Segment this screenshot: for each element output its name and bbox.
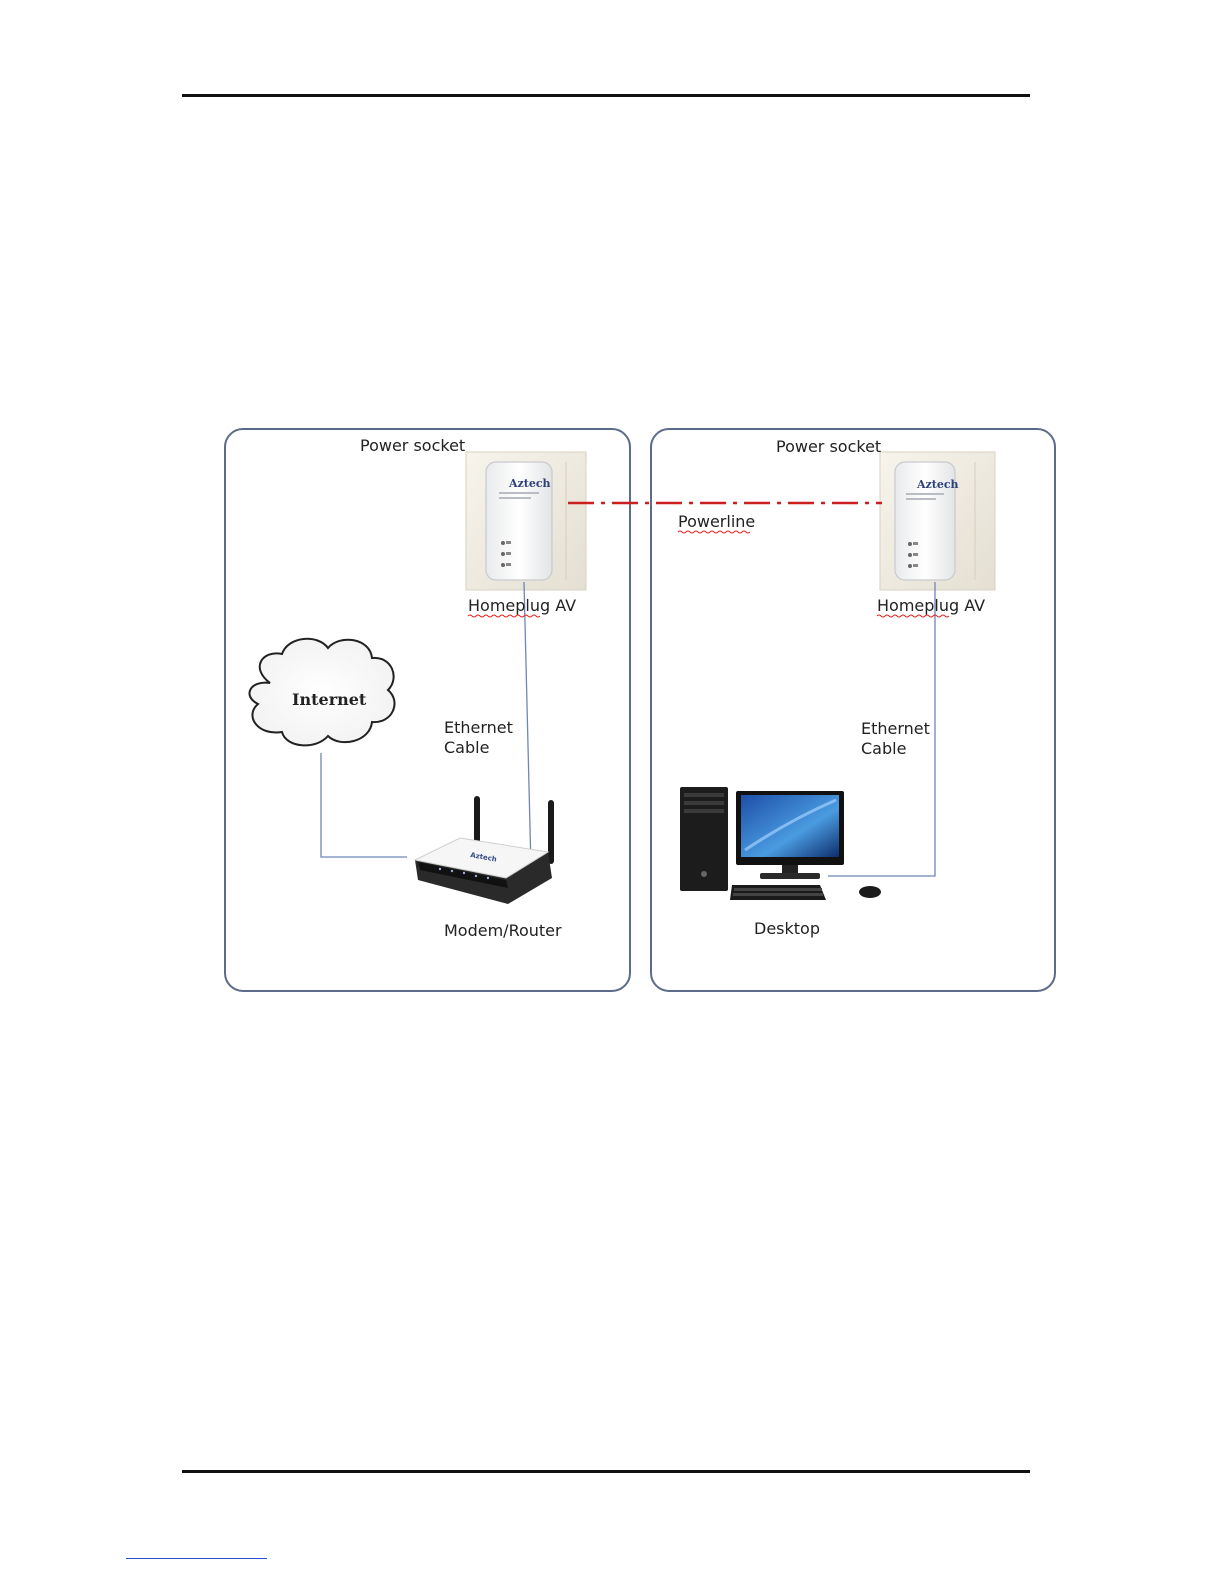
left-ethernet-cable [524, 582, 531, 868]
internet-cloud: Internet [249, 639, 394, 746]
internet-to-router-cable [321, 753, 407, 857]
powerline-spellcheck [678, 531, 750, 533]
right-homeplug-adapter: Aztech [895, 462, 959, 580]
left-homeplug-spellcheck [468, 615, 540, 617]
desktop-computer [680, 787, 881, 900]
desktop-label: Desktop [754, 919, 820, 938]
modem-router: Aztech [415, 796, 554, 904]
right-cable-label-line1: Ethernet [861, 719, 930, 738]
left-power-socket-label: Power socket [360, 436, 465, 455]
left-cable-label-line1: Ethernet [444, 718, 513, 737]
right-homeplug-spellcheck [877, 615, 949, 617]
right-power-socket-label: Power socket [776, 437, 881, 456]
router-label: Modem/Router [444, 921, 562, 940]
right-cable-label-line2: Cable [861, 739, 906, 758]
right-homeplug-label: Homeplug AV [877, 596, 985, 615]
left-homeplug-adapter: Aztech [486, 462, 552, 580]
left-cable-label-line2: Cable [444, 738, 489, 757]
internet-label: Internet [292, 690, 367, 709]
left-homeplug-label: Homeplug AV [468, 596, 576, 615]
powerline-label: Powerline [678, 512, 755, 531]
adapter-brand-logo: Aztech [508, 477, 551, 490]
adapter-brand-logo: Aztech [916, 478, 959, 491]
